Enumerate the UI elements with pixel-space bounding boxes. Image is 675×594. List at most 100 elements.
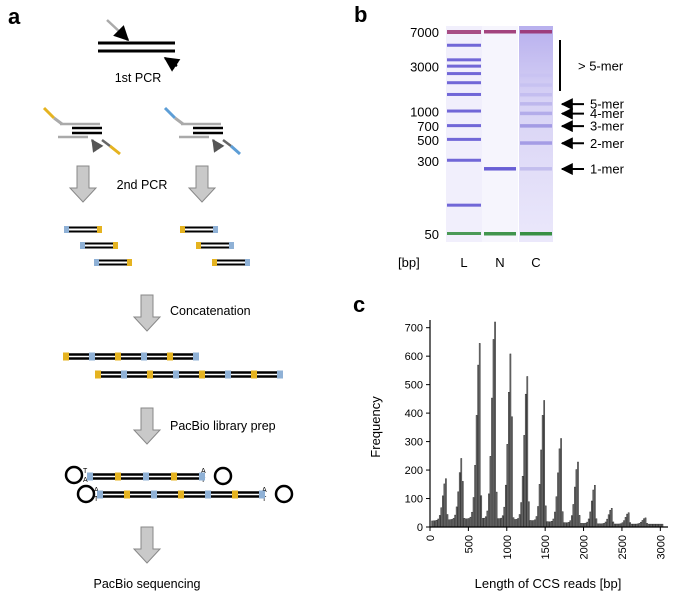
y-tick-label: 500	[405, 380, 423, 392]
lane-c-band	[520, 124, 552, 128]
histogram-bar	[590, 500, 593, 528]
y-tick-label: 700	[405, 323, 423, 335]
histogram-bar	[627, 512, 630, 528]
histogram-bar	[494, 321, 496, 528]
lane-label-c: C	[531, 255, 540, 270]
histogram-bar	[575, 469, 578, 528]
svg-text:T: T	[262, 496, 267, 503]
x-tick-label: 2000	[579, 535, 591, 559]
histogram-bar	[571, 515, 573, 528]
ladder-band	[447, 58, 481, 62]
histogram-bar	[535, 516, 538, 528]
histogram-bar	[552, 518, 555, 528]
histogram-bar	[561, 511, 564, 528]
step-1st-pcr: 1st PCR	[115, 71, 162, 85]
histogram-bar	[589, 511, 592, 528]
ladder-band	[447, 81, 481, 85]
forward-primer-arrow-icon	[106, 19, 123, 35]
svg-text:A: A	[94, 487, 99, 494]
y-tick-label: 300	[405, 437, 423, 449]
hairpin-adapter-icon	[76, 484, 96, 504]
histogram-bar	[643, 518, 645, 528]
histogram-bar	[547, 521, 550, 528]
histogram-bar	[546, 521, 549, 528]
ladder-tick-label: 700	[417, 119, 439, 134]
histogram-bar	[626, 513, 628, 528]
annotation-label: 3-mer	[590, 119, 625, 134]
histogram-bar	[526, 376, 529, 528]
histogram-bar	[523, 435, 526, 528]
histogram-bar	[557, 472, 559, 528]
histogram-bar	[446, 514, 449, 528]
histogram-bar	[541, 415, 544, 528]
svg-text:T: T	[94, 496, 99, 503]
histogram-bar	[445, 478, 447, 528]
hairpin-adapter-icon	[274, 484, 294, 504]
gel-bands	[447, 30, 552, 236]
histogram-bar	[455, 506, 458, 528]
histogram-bar	[492, 339, 495, 528]
histogram-bar	[567, 522, 570, 528]
down-arrow-icon	[132, 407, 162, 445]
histogram-bar	[534, 519, 536, 528]
histogram-bar	[474, 465, 476, 528]
histogram-bar	[480, 495, 483, 528]
histogram-bar	[592, 489, 595, 528]
histogram-bar	[440, 507, 443, 528]
histogram-bar	[451, 519, 453, 528]
histogram-bar	[641, 520, 644, 528]
histogram-bar	[577, 461, 579, 528]
histogram-bar	[503, 506, 506, 528]
histogram-bar	[572, 504, 575, 528]
y-axis-label: Frequency	[368, 396, 383, 458]
histogram-bar	[483, 517, 486, 528]
histogram-bar	[560, 438, 562, 528]
histogram-bar	[512, 517, 515, 528]
histogram-bar	[471, 511, 473, 528]
y-tick-label: 100	[405, 494, 423, 506]
histogram-bar	[495, 491, 498, 528]
histogram-bar	[432, 520, 435, 528]
lane-c-band	[520, 111, 552, 116]
barcoded-amplicons	[64, 226, 250, 266]
ladder-band	[447, 43, 481, 47]
ladder-band	[447, 158, 481, 162]
svg-text:A: A	[201, 468, 206, 475]
ladder-band	[447, 203, 481, 207]
histogram-bar	[460, 458, 463, 528]
histogram-bar	[544, 505, 547, 528]
histogram-bar	[477, 364, 479, 528]
histogram-bar	[537, 506, 539, 528]
histogram-bar	[472, 497, 475, 528]
histogram-bar	[481, 518, 484, 528]
histogram-bar	[465, 518, 467, 528]
x-axis-label: Length of CCS reads [bp]	[475, 576, 622, 591]
histogram-bar	[509, 353, 512, 528]
histogram-bar	[529, 520, 532, 528]
x-tick-label: 0	[425, 535, 437, 541]
histogram-bar	[498, 518, 501, 528]
y-tick-label: 0	[417, 522, 423, 534]
histogram-bar	[524, 393, 527, 528]
annotation-label: 1-mer	[590, 162, 625, 177]
histogram-bar	[449, 519, 452, 528]
step-2nd-pcr: 2nd PCR	[117, 178, 168, 192]
x-tick-label: 1000	[502, 535, 514, 559]
histogram-bar	[485, 516, 487, 528]
histogram-bar	[452, 518, 455, 528]
histogram-bar	[610, 508, 613, 528]
histogram-bar	[517, 518, 519, 528]
histogram-bar	[540, 449, 542, 528]
gel-lane-c-smear	[519, 26, 553, 242]
tailed-primer-right	[163, 106, 241, 156]
y-tick-label: 600	[405, 351, 423, 363]
histogram-bar	[463, 518, 466, 528]
down-arrow-icon	[68, 165, 98, 203]
x-tick-label: 3000	[655, 535, 667, 559]
histogram-bar	[514, 519, 516, 528]
ladder-band	[447, 109, 481, 113]
lane-c-band	[520, 92, 552, 97]
reverse-primer-arrow-icon	[163, 56, 181, 72]
